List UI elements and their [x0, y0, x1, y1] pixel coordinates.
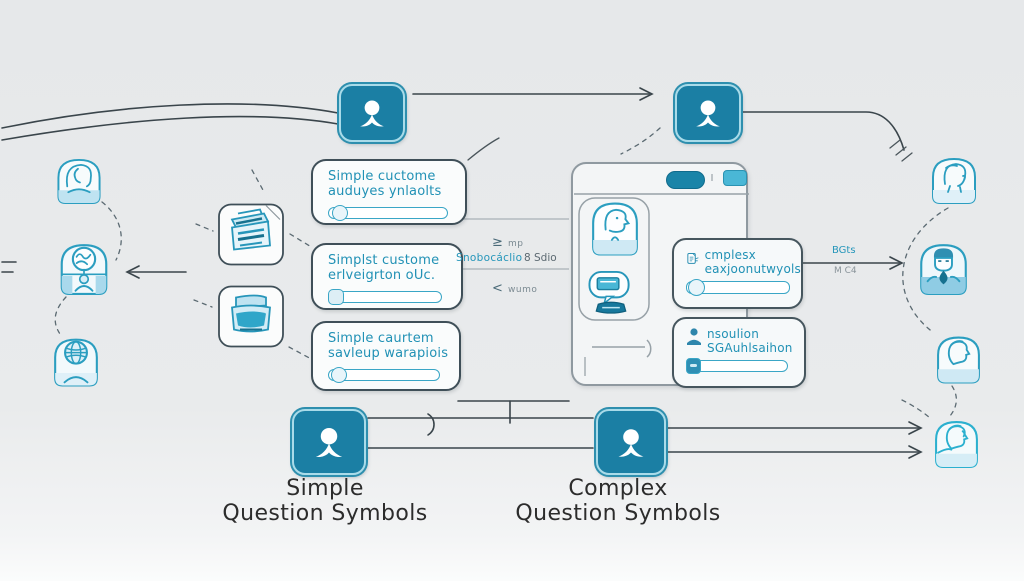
man-profile-icon	[592, 202, 638, 256]
slider-knob[interactable]	[686, 358, 701, 374]
simple-box-3-line2: savleup warapiois	[328, 346, 449, 361]
annotation-snob: Snobocáclio	[456, 252, 523, 264]
annotation-lt-wumo: < wumo	[492, 277, 537, 296]
simple-box-1-slider[interactable]	[328, 205, 458, 221]
brain-person-icon	[56, 242, 112, 295]
lt-symbol: <	[492, 281, 503, 296]
complex-box-2-line2: SGAuhlsaihon	[707, 341, 793, 355]
complex-label-line1: Complex	[568, 476, 668, 501]
profile-face-icon-2	[932, 419, 981, 468]
simple-box-1-text: Simple cuctome auduyes ynlaolts	[328, 169, 465, 199]
simple-box-2-text: Simplst custome erlveigrton oUc.	[328, 253, 461, 283]
panel-inner-lines	[574, 174, 749, 376]
gt-symbol: ≥	[492, 235, 503, 250]
complex-box-1-text: cmplesx eaxjoonutwyols	[705, 248, 801, 276]
simple-box-1-line1: Simple cuctome	[328, 169, 436, 184]
top-left-person-icon	[339, 84, 405, 142]
person-silhouette-icon	[315, 427, 343, 458]
complex-label-line2: Question Symbols	[515, 501, 721, 526]
man-face-icon	[929, 155, 979, 205]
simple-box-1: Simple cuctome auduyes ynlaolts	[311, 159, 467, 225]
woman-face-icon	[53, 157, 105, 204]
simple-label-line1: Simple	[286, 476, 364, 501]
slider-track[interactable]	[328, 207, 448, 219]
brain-person-icon	[60, 244, 108, 295]
simple-box-3-line1: Simple caurtem	[328, 331, 434, 346]
simple-box-2-line1: Simplst custome	[328, 253, 440, 268]
globe-person-icon	[54, 338, 98, 387]
slider-track[interactable]	[328, 369, 440, 381]
slider-track[interactable]	[686, 281, 790, 294]
person-small-icon	[687, 328, 701, 345]
document-icon	[687, 252, 699, 264]
complex-box-1-line2: eaxjoonutwyols	[704, 262, 801, 276]
chat-computer-icon	[588, 270, 630, 314]
man-face-icon	[932, 157, 976, 204]
complex-box-2-slider[interactable]	[686, 358, 816, 374]
simple-box-2-line2: erlveigrton oUc.	[328, 268, 436, 283]
person-silhouette-icon	[618, 428, 644, 457]
bottom-center-person-icon	[596, 409, 666, 475]
annotation-bgts: BGts	[832, 245, 856, 256]
pill-button[interactable]	[666, 171, 705, 189]
globe-person-icon	[51, 336, 101, 387]
slider-knob[interactable]	[331, 367, 347, 383]
complex-box-2-text: nsoulion SGAuhlsaihon	[707, 327, 793, 355]
simple-label-line2: Question Symbols	[222, 501, 428, 526]
woman-face-icon	[57, 158, 101, 204]
simple-box-1-line2: auduyes ynlaolts	[328, 184, 442, 199]
printer-icon-1	[216, 201, 286, 268]
printer-icon	[218, 203, 284, 266]
slider-knob[interactable]	[328, 289, 344, 305]
profile-face-icon-1	[934, 334, 983, 384]
mask-person-icon	[920, 244, 967, 295]
annotation-sdio: 8 Sdio	[524, 252, 557, 264]
simple-box-3-slider[interactable]	[328, 367, 458, 383]
man-profile-icon	[589, 200, 641, 261]
simple-box-2-slider[interactable]	[328, 289, 458, 305]
profile-face-icon	[937, 336, 980, 384]
teal-button[interactable]	[723, 170, 747, 186]
chat-computer-icon	[586, 270, 636, 319]
complex-question-symbols-label: Complex Question Symbols	[468, 476, 768, 526]
slider-knob[interactable]	[332, 205, 348, 221]
slider-knob[interactable]	[688, 279, 705, 296]
simple-box-3-text: Simple caurtem savleup warapiois	[328, 331, 459, 361]
person-silhouette-icon	[360, 100, 384, 127]
annotation-gt-mp: ≥ mp	[492, 231, 523, 250]
bottom-left-person-icon	[292, 409, 366, 475]
simple-question-symbols-label: Simple Question Symbols	[175, 476, 475, 526]
simple-box-3: Simple caurtem savleup warapiois	[311, 321, 461, 391]
complex-box-1-line1: cmplesx	[704, 248, 756, 262]
simple-box-2: Simplst custome erlveigrton oUc.	[311, 243, 463, 310]
complex-box-2: nsoulion SGAuhlsaihon	[672, 317, 806, 388]
profile-face-icon	[935, 421, 978, 468]
printer-icon	[218, 285, 284, 348]
printer-icon-2	[216, 283, 286, 350]
complex-box-2-line1: nsoulion	[707, 327, 760, 341]
slider-track[interactable]	[686, 360, 788, 372]
complex-box-1: cmplesx eaxjoonutwyols	[672, 238, 803, 309]
wumo-text: wumo	[508, 285, 538, 295]
person-silhouette-icon	[696, 100, 720, 127]
annotation-mc4: M C4	[834, 266, 857, 276]
mask-person-icon	[917, 241, 970, 296]
complex-box-1-slider[interactable]	[686, 279, 816, 296]
mp-text: mp	[508, 239, 524, 249]
top-right-person-icon	[675, 84, 741, 142]
knob-mark	[690, 364, 697, 367]
slider-track[interactable]	[328, 291, 442, 303]
